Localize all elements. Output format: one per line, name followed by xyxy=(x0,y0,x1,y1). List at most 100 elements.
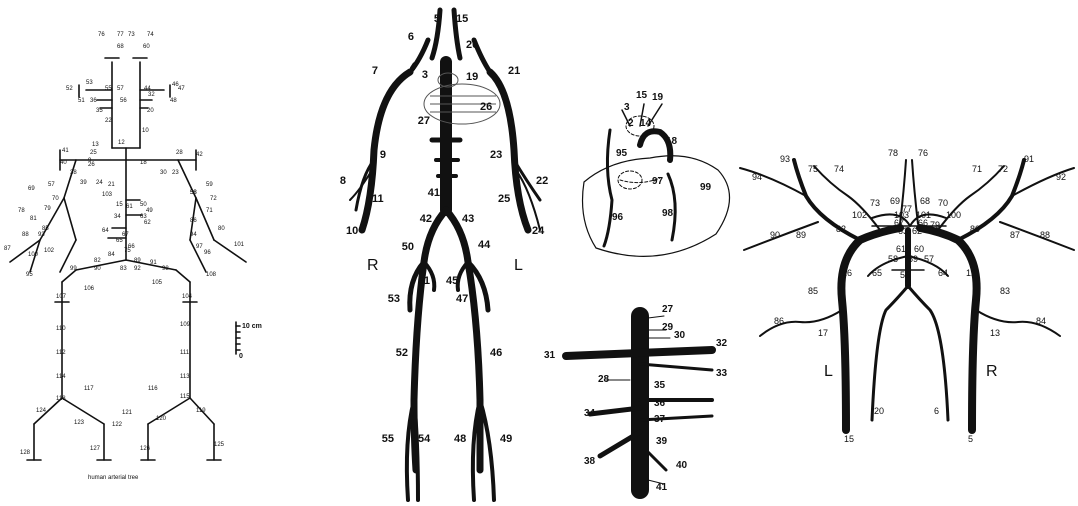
vessel-number-label: 99 xyxy=(700,182,712,193)
vessel-number-label: 96 xyxy=(612,212,624,223)
vessel-number-label: 83 xyxy=(120,266,127,272)
vessel-number-label: 61 xyxy=(896,244,906,254)
panel-cerebral-arteries xyxy=(740,160,1074,430)
panel-arterial-system-heart xyxy=(424,73,500,124)
vessel-number-label: 63 xyxy=(898,226,908,236)
vessel-number-label: 113 xyxy=(180,374,190,380)
vessel-number-label: 72 xyxy=(210,196,217,202)
vessel-number-label: 70 xyxy=(52,196,59,202)
vessel-number-label: 88 xyxy=(22,232,29,238)
vessel-number-label: 13 xyxy=(990,328,1000,338)
vessel-number-label: 21 xyxy=(108,182,115,188)
panel-arterial-tree-skeleton xyxy=(10,58,246,460)
vessel-number-label: 81 xyxy=(30,216,37,222)
vessel-number-label: 77 xyxy=(902,204,912,214)
vessel-number-label: 100 xyxy=(28,252,39,258)
vessel-number-label: 22 xyxy=(536,175,548,187)
vessel-number-label: 19 xyxy=(466,71,478,83)
vessel-number-label: 52 xyxy=(66,86,73,92)
vessel-number-label: 97 xyxy=(652,176,664,187)
panel-arterial-tree-labels: 7677737468605253555744464751365632483522… xyxy=(4,32,245,456)
vessel-number-label: 20 xyxy=(466,39,478,51)
vessel-number-label: 57 xyxy=(117,86,124,92)
vessel-number-label: 80 xyxy=(218,226,225,232)
vessel-number-label: 30 xyxy=(160,170,167,176)
vessel-number-label: 82 xyxy=(836,224,846,234)
vessel-number-label: 5 xyxy=(968,434,973,444)
vessel-number-label: 79 xyxy=(930,220,940,230)
vessel-number-label: 56 xyxy=(900,270,910,280)
vessel-number-label: 57 xyxy=(924,254,934,264)
vessel-number-label: 73 xyxy=(128,32,135,38)
vessel-number-label: 79 xyxy=(44,206,51,212)
vessel-number-label: 68 xyxy=(117,44,124,50)
vessel-number-label: 52 xyxy=(396,347,408,359)
vessel-number-label: 47 xyxy=(178,86,185,92)
vessel-number-label: 101 xyxy=(234,242,245,248)
vessel-number-label: 13 xyxy=(92,142,99,148)
vessel-number-label: 74 xyxy=(834,164,844,174)
vessel-number-label: 99 xyxy=(70,266,77,272)
vessel-number-label: 64 xyxy=(938,268,948,278)
vessel-number-label: 5 xyxy=(434,13,440,25)
vessel-number-label: 104 xyxy=(182,294,193,300)
vessel-number-label: 39 xyxy=(656,436,668,447)
vessel-number-label: 51 xyxy=(78,98,85,104)
vessel-number-label: 8 xyxy=(340,175,346,187)
vessel-number-label: 36 xyxy=(654,398,666,409)
vessel-number-label: 38 xyxy=(584,456,596,467)
vessel-number-label: 53 xyxy=(86,80,93,86)
vessel-number-label: 35 xyxy=(654,380,666,391)
vessel-number-label: 71 xyxy=(206,208,213,214)
vessel-number-label: 121 xyxy=(122,410,133,416)
vessel-number-label: 127 xyxy=(90,446,101,452)
side-label-left-cerebral: L xyxy=(824,363,833,380)
vessel-number-label: 64 xyxy=(102,228,109,234)
vessel-number-label: 11 xyxy=(372,193,384,205)
vessel-number-label: 3 xyxy=(422,69,428,81)
vessel-number-label: 109 xyxy=(180,322,191,328)
tree-caption: human arterial tree xyxy=(88,475,139,481)
vessel-number-label: 60 xyxy=(143,44,150,50)
vessel-number-label: 125 xyxy=(214,442,225,448)
vessel-number-label: 32 xyxy=(148,92,155,98)
vessel-number-label: 89 xyxy=(796,230,806,240)
vessel-number-label: 97 xyxy=(196,244,203,250)
vessel-number-label: 35 xyxy=(96,108,103,114)
vessel-number-label: 55 xyxy=(105,86,112,92)
vessel-number-label: 128 xyxy=(20,450,31,456)
vessel-number-label: 65 xyxy=(116,238,123,244)
vessel-number-label: 94 xyxy=(752,172,762,182)
vessel-number-label: 37 xyxy=(654,414,666,425)
vessel-number-label: 34 xyxy=(114,214,121,220)
vessel-number-label: 23 xyxy=(172,170,179,176)
vessel-number-label: 107 xyxy=(56,294,67,300)
vessel-number-label: 98 xyxy=(162,266,169,272)
vessel-number-label: 27 xyxy=(662,304,674,315)
vessel-number-label: 30 xyxy=(674,330,686,341)
vessel-number-label: 12 xyxy=(966,268,976,278)
vessel-number-label: 89 xyxy=(134,258,141,264)
vessel-number-label: 40 xyxy=(676,460,688,471)
scale-label: 10 cm xyxy=(242,323,262,330)
vessel-number-label: 49 xyxy=(146,208,153,214)
vessel-number-label: 106 xyxy=(84,286,95,292)
vessel-number-label: 25 xyxy=(498,193,510,205)
vessel-number-label: 126 xyxy=(140,446,151,452)
vessel-number-label: 17 xyxy=(818,328,828,338)
vessel-number-label: 51 xyxy=(418,275,430,287)
vessel-number-label: 18 xyxy=(140,160,147,166)
vessel-number-label: 48 xyxy=(170,98,177,104)
vessel-number-label: 45 xyxy=(446,275,458,287)
vessel-number-label: 40 xyxy=(60,160,67,166)
vessel-number-label: 69 xyxy=(28,186,35,192)
vessel-number-label: 78 xyxy=(18,208,25,214)
vessel-number-label: 84 xyxy=(108,252,115,258)
vessel-number-label: 67 xyxy=(122,232,129,238)
vessel-number-label: 84 xyxy=(1036,316,1046,326)
vessel-number-label: 96 xyxy=(204,250,211,256)
vessel-number-label: 73 xyxy=(870,198,880,208)
vessel-number-label: 62 xyxy=(144,220,151,226)
vessel-number-label: 14 xyxy=(640,118,652,129)
